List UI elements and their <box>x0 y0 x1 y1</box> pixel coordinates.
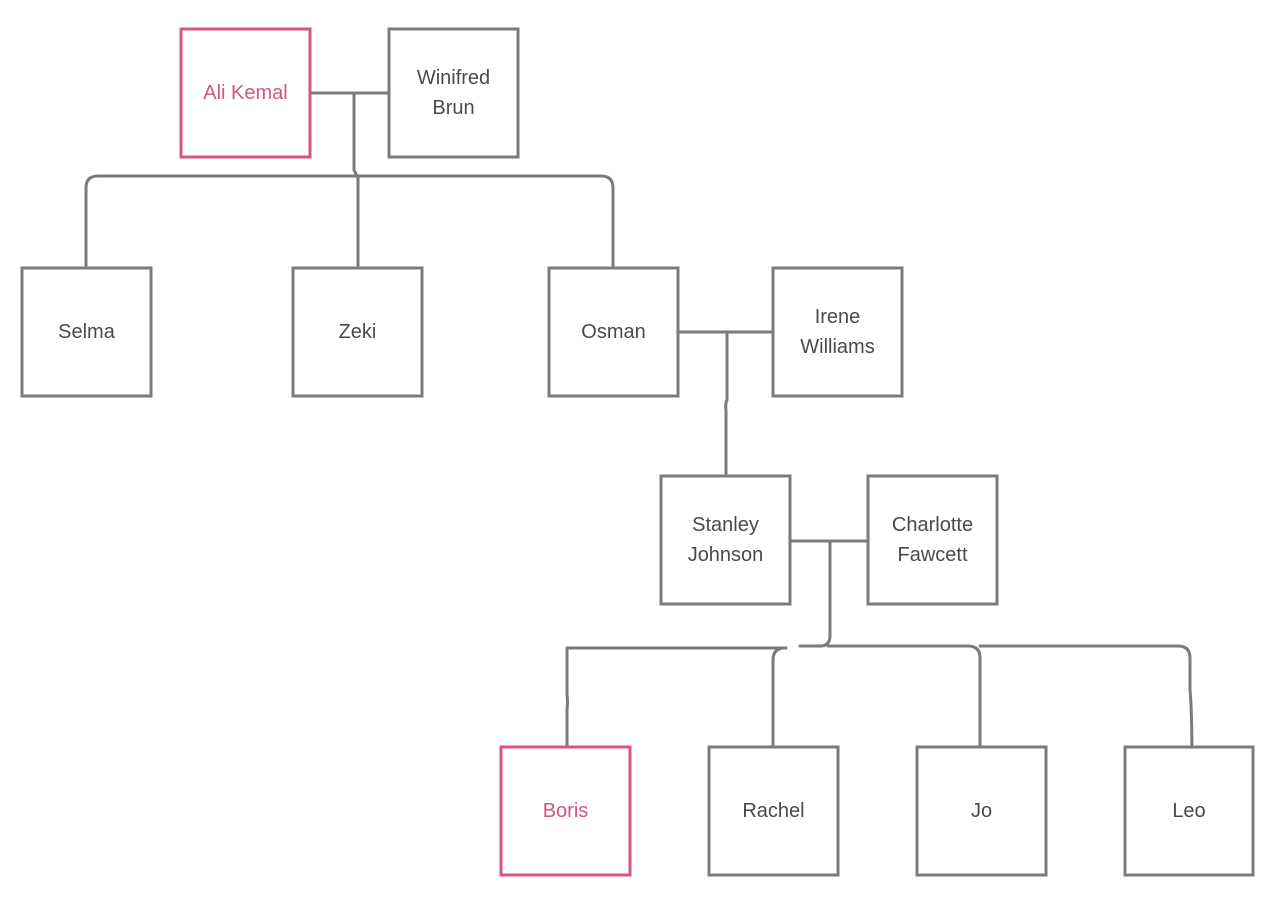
person-boris: Boris <box>499 745 632 877</box>
person-name-line: Brun <box>432 97 474 119</box>
person-name-line: Osman <box>581 321 645 343</box>
person-box <box>771 266 904 398</box>
connector-lines <box>84 91 1194 768</box>
person-name-line: Ali Kemal <box>203 82 287 104</box>
person-box <box>659 474 792 606</box>
person-name-line: Charlotte <box>892 514 973 536</box>
link-gen2-sibling-bar <box>84 174 615 270</box>
person-box <box>547 266 680 398</box>
link-osman-irene-descent <box>724 330 729 478</box>
person-name-line: Leo <box>1172 800 1205 822</box>
person-name-line: Winifred <box>417 67 490 89</box>
person-name-line: Selma <box>58 321 116 343</box>
person-box <box>20 266 153 398</box>
person-box <box>179 27 312 159</box>
person-ali-kemal: Ali Kemal <box>179 27 312 159</box>
person-jo: Jo <box>915 745 1048 877</box>
person-leo: Leo <box>1123 745 1255 877</box>
person-box <box>291 266 424 398</box>
person-box <box>707 745 840 877</box>
link-gen4-right-branch <box>826 644 1194 768</box>
person-box <box>866 474 999 606</box>
person-name-line: Stanley <box>692 514 759 536</box>
link-stanley-charlotte-descent <box>798 539 832 648</box>
person-name-line: Boris <box>543 800 589 822</box>
person-box <box>499 745 632 877</box>
person-name-line: Jo <box>971 800 992 822</box>
person-name-line: Johnson <box>688 544 764 566</box>
person-box <box>1123 745 1255 877</box>
person-selma: Selma <box>20 266 153 398</box>
person-name-line: Zeki <box>339 321 377 343</box>
person-box <box>387 27 520 159</box>
link-rachel-branch <box>771 646 787 749</box>
person-name-line: Irene <box>815 306 861 328</box>
person-zeki: Zeki <box>291 266 424 398</box>
person-name-line: Rachel <box>742 800 804 822</box>
link-ali-winifred-descent <box>352 91 360 270</box>
person-box <box>915 745 1048 877</box>
link-gen4-left-branch <box>565 646 788 749</box>
person-name-line: Williams <box>800 336 874 358</box>
person-osman: Osman <box>547 266 680 398</box>
person-name-line: Fawcett <box>897 544 967 566</box>
person-rachel: Rachel <box>707 745 840 877</box>
